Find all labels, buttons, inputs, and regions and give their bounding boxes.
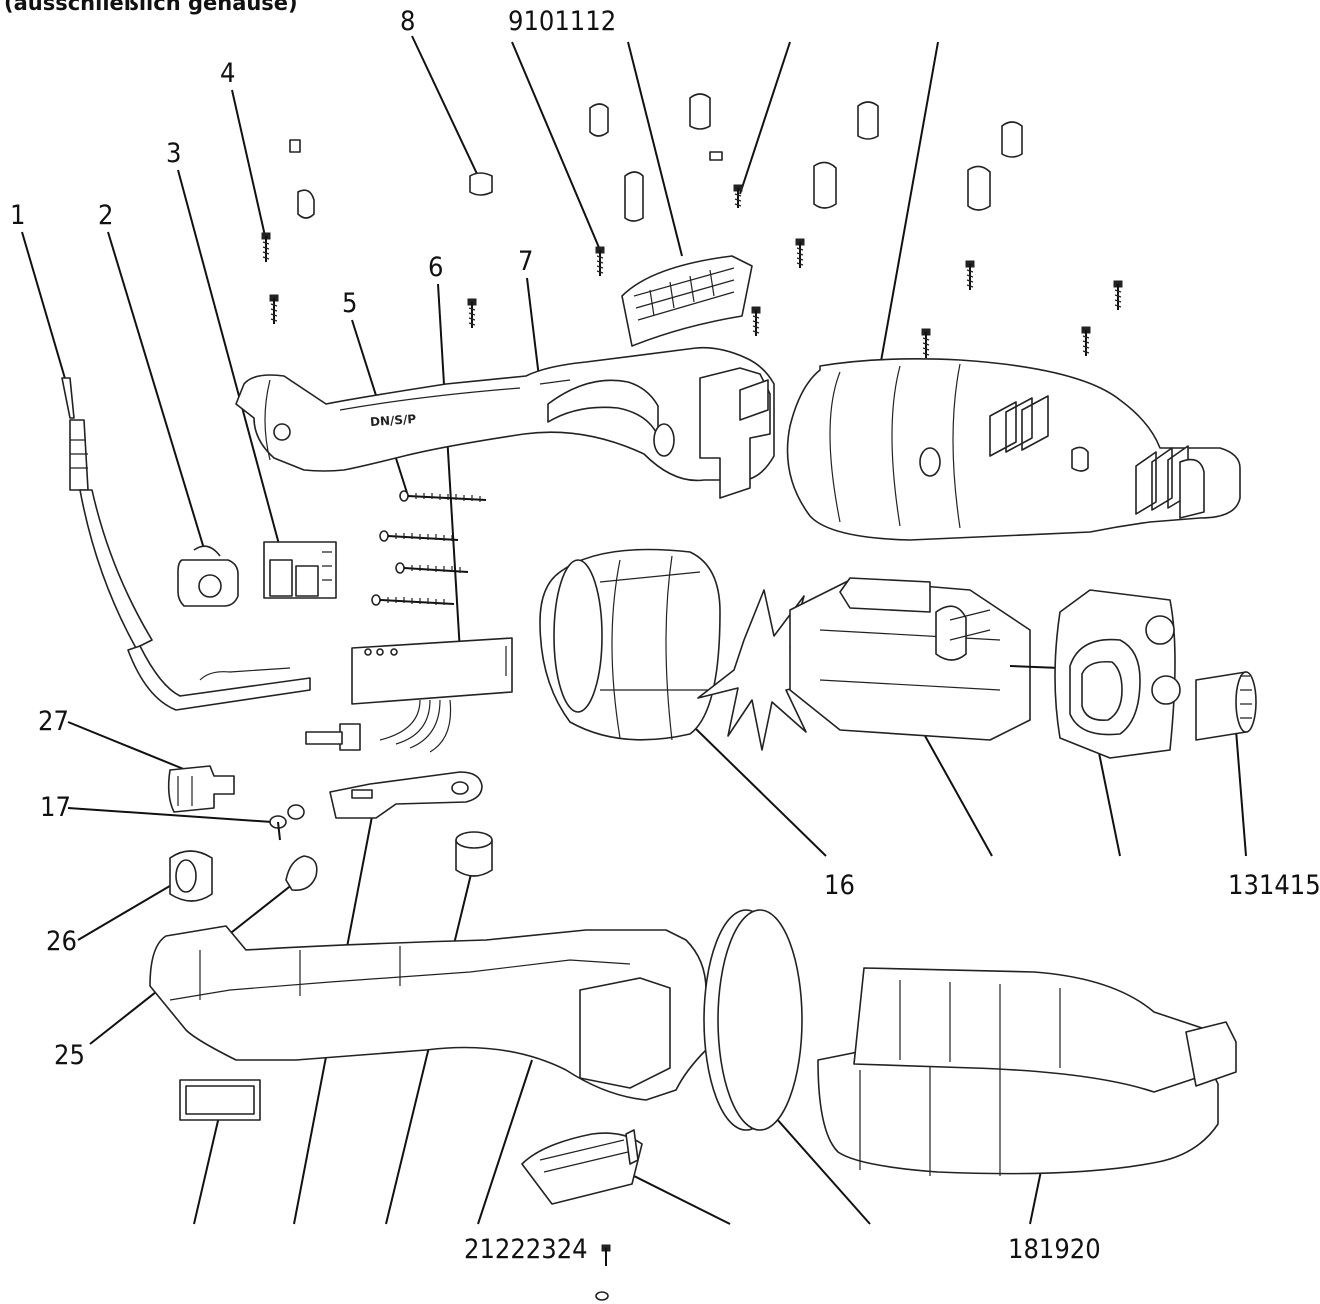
screw [733,184,743,208]
label-9101112: 9101112 [508,6,616,37]
lever-arm [329,771,483,819]
label-21222324: 21222324 [464,1234,588,1265]
lower-handle-half [149,925,707,1121]
diagram-caption: (ausschließlich gehäuse) [4,0,298,15]
label-7: 7 [518,246,533,277]
vent-grille-bottom [521,1129,643,1205]
screw [601,1244,611,1266]
screws [261,184,1123,1301]
label-27: 27 [38,706,69,737]
screw [1081,326,1091,356]
label-2: 2 [98,200,113,231]
motor-assembly [697,577,1061,751]
label-181920: 181920 [1008,1234,1101,1265]
part-2-bushing [177,545,239,607]
screw [795,238,805,268]
screw [1113,280,1123,310]
part-6-circuit-board [305,637,513,753]
label-8: 8 [400,6,415,37]
part-17-screws [269,804,305,841]
power-cable [61,377,311,711]
screw [261,232,271,262]
long-screws [371,490,487,606]
screw [965,260,975,290]
label-4: 4 [220,58,235,89]
part-25-clip [285,855,318,892]
label-3: 3 [166,138,181,169]
screw [269,294,279,324]
motor-end-bracket [1054,589,1181,759]
screw [595,246,605,276]
push-button [455,831,493,877]
top-pegs [289,93,1023,222]
upper-handle-half: DN/S/P [235,346,775,499]
label-5: 5 [342,288,357,319]
label-26: 26 [46,926,77,957]
bearing-sleeve [1195,671,1257,741]
part-16-fan-housing [539,548,721,741]
brand-mark: DN/S/P [370,412,417,429]
part-27-switch [167,765,235,813]
front-housing-top [786,358,1241,541]
label-1: 1 [10,200,25,231]
rubber-ring [703,909,803,1131]
label-6: 6 [428,252,443,283]
label-17: 17 [40,792,71,823]
vent-grille-top [621,255,753,347]
label-16: 16 [824,870,855,901]
part-26-cap [169,850,213,902]
front-housing-bottom [817,967,1237,1176]
part-labels: 1 2 3 4 5 6 7 8 9101112 16 131415 17 27 … [10,6,1320,1265]
screw [467,298,477,328]
label-25: 25 [54,1040,85,1071]
label-131415: 131415 [1228,870,1320,901]
part-3-switch [263,541,337,599]
screw [751,306,761,336]
screw [921,328,931,358]
